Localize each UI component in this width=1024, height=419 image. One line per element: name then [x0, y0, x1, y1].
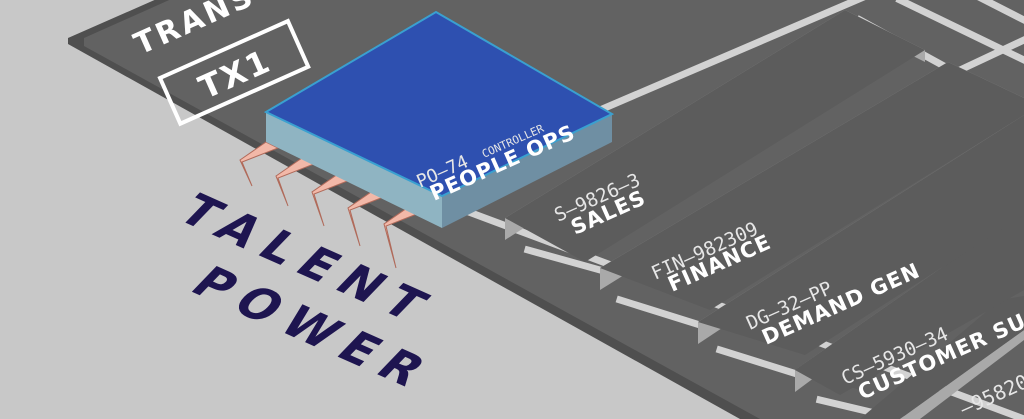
module-top: [505, 10, 925, 262]
module-top: [600, 62, 1024, 310]
badge-frame: [157, 18, 311, 127]
module-top: [698, 115, 1024, 355]
trace-line: [615, 295, 705, 330]
chip-top: [263, 10, 615, 198]
chip-pin: [239, 141, 280, 187]
chip-side-right: [442, 114, 612, 228]
module-strip: DG–32–PP DEMAND GEN: [698, 115, 1024, 355]
controller-chip: PO–74 CONTROLLER PEOPLE OPS: [239, 10, 615, 269]
trace-line: [523, 245, 605, 275]
trace-line: [955, 36, 1024, 75]
trace-line: [715, 345, 805, 380]
trace-line: [977, 0, 1024, 24]
module-strip: FIN–982309 FINANCE: [600, 62, 1024, 310]
module-top: [795, 215, 1024, 395]
module-top: [860, 296, 1024, 419]
chip-pin: [275, 157, 316, 207]
module-strip: S–9826–3 SALES: [505, 10, 925, 262]
trace-line: [595, 0, 866, 115]
chip-pins: [239, 141, 424, 269]
chip-side-left: [266, 112, 442, 228]
